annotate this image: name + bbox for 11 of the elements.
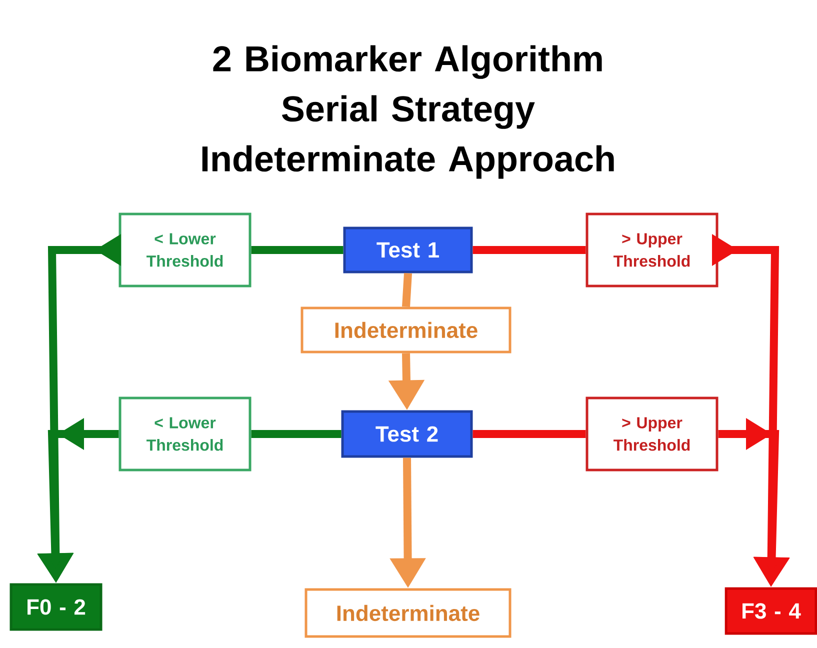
threshold-box: < Lower Threshold [118,396,252,472]
threshold-box: > Upper Threshold [586,212,718,288]
test-box: Test 1 [343,226,473,274]
outcome-box: F3 - 4 [724,587,817,635]
title: 2 Biomarker Algorithm Serial Strategy Indeterminate Approach [202,45,614,179]
threshold-box: < Lower Threshold [118,212,252,288]
threshold-box: > Upper Threshold [586,396,718,472]
result-box: Indeterminate [304,588,512,638]
test-box: Test 2 [341,410,473,458]
outcome-box: F0 - 2 [10,583,102,631]
result-box: Indeterminate [300,306,512,354]
